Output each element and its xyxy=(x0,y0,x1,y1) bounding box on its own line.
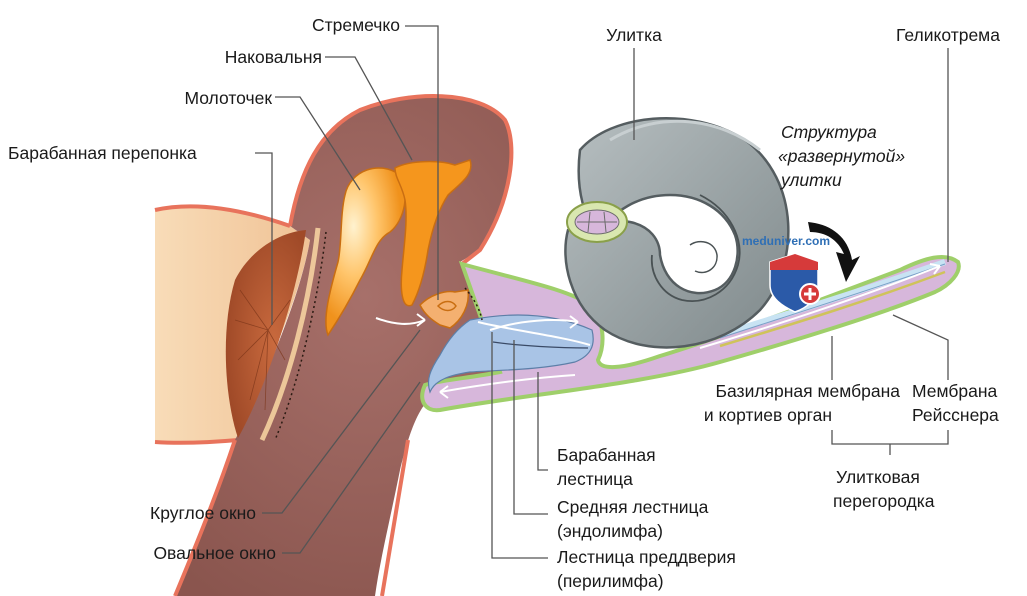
cochlea xyxy=(564,116,790,349)
flow-arrows xyxy=(375,263,941,399)
label-scala-vestibuli-1: Лестница преддверия xyxy=(557,547,736,567)
incus xyxy=(394,159,472,307)
label-scala-media-1: Средняя лестница xyxy=(557,497,709,517)
label-helicotrema: Геликотрема xyxy=(896,25,1000,45)
temporal-bone xyxy=(173,94,597,596)
ossicles xyxy=(325,159,472,337)
label-basilar-2: и кортиев орган xyxy=(703,405,832,425)
label-malleus: Молоточек xyxy=(184,88,272,108)
label-cochlea: Улитка xyxy=(606,25,662,45)
label-basilar-1: Базилярная мембрана xyxy=(715,381,900,401)
label-oval-window: Овальное окно xyxy=(153,543,276,563)
label-scala-media-2: (эндолимфа) xyxy=(557,521,663,541)
label-cochlear-partition-2: перегородка xyxy=(833,491,935,511)
label-unrolled-2: «развернутой» xyxy=(778,146,906,166)
label-incus: Наковальня xyxy=(224,47,322,67)
label-scala-tympani-2: лестница xyxy=(557,469,633,489)
label-cochlear-partition-1: Улитковая xyxy=(836,467,920,487)
label-reissner-1: Мембрана xyxy=(912,381,998,401)
eardrum xyxy=(225,227,327,442)
shield-logo-icon xyxy=(769,253,821,313)
cochlear-duct xyxy=(420,254,961,413)
label-eardrum: Барабанная перепонка xyxy=(8,143,197,163)
label-scala-vestibuli-2: (перилимфа) xyxy=(557,571,664,591)
label-stapes: Стремечко xyxy=(311,15,400,35)
label-unrolled-3: улитки xyxy=(781,170,842,190)
unroll-arrow-icon xyxy=(808,222,860,282)
stapes xyxy=(419,289,470,329)
label-round-window: Круглое окно xyxy=(150,503,256,523)
label-unrolled-1: Структура xyxy=(781,122,877,142)
leader-lines xyxy=(255,25,949,559)
watermark: meduniver.com xyxy=(742,234,831,248)
label-reissner-2: Рейсснера xyxy=(912,405,999,425)
label-scala-tympani-1: Барабанная xyxy=(557,445,656,465)
